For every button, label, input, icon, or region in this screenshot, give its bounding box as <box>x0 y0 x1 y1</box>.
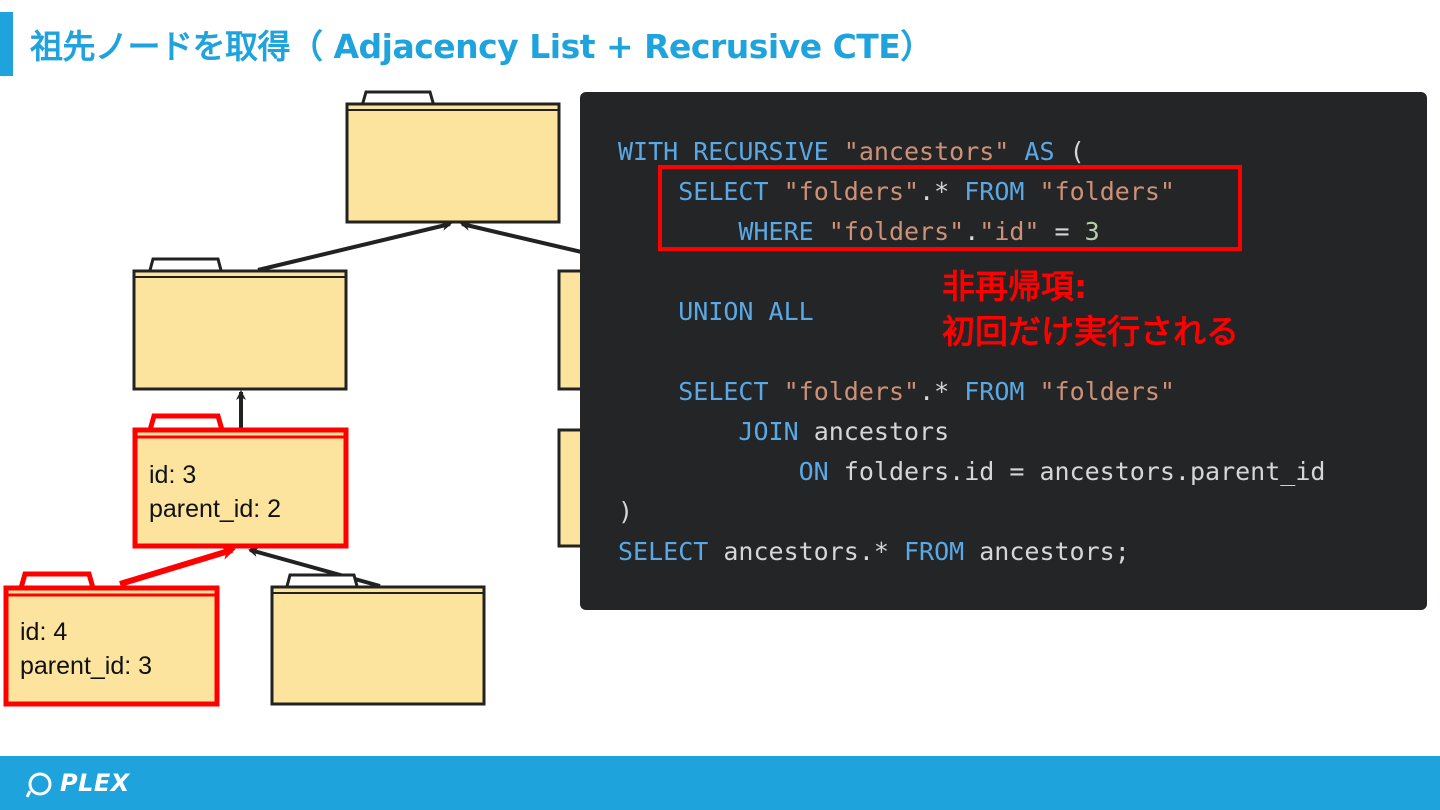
logo-ring-icon <box>26 772 52 798</box>
title-accent-bar <box>0 12 13 76</box>
folder-parent-text: parent_id: 2 <box>149 495 282 523</box>
tree-edge-highlighted <box>119 546 236 587</box>
folder-icon <box>345 90 561 224</box>
folder-id-text: id: 4 <box>20 618 68 646</box>
code-line-9: ON folders.id = ancestors.parent_id <box>798 457 1326 486</box>
folder-icon-highlighted <box>132 413 349 549</box>
folder-icon <box>132 257 348 391</box>
tree-edge <box>248 547 381 588</box>
code-line-10: ) <box>618 497 634 526</box>
folder-label-id3: id: 3 parent_id: 2 <box>149 458 281 526</box>
annotation-line: 初回だけ実行される <box>942 312 1239 351</box>
folder-label-id4: id: 4 parent_id: 3 <box>20 615 152 683</box>
non-recursive-term-highlight <box>658 165 1242 251</box>
code-line-3: WHERE "folders"."id" = 3 <box>738 217 1100 246</box>
folder-icon-highlighted <box>3 571 220 707</box>
code-line-5: UNION ALL <box>678 297 814 326</box>
folder-parent-text: parent_id: 3 <box>20 652 153 680</box>
code-line-1: WITH RECURSIVE "ancestors" AS ( <box>618 137 1085 166</box>
logo-text: PLEX <box>60 769 130 797</box>
plex-logo: PLEX <box>26 768 146 800</box>
sql-code-block: WITH RECURSIVE "ancestors" AS ( SELECT "… <box>618 132 1325 572</box>
annotation-line: 非再帰項: <box>942 267 1088 306</box>
code-line-11: SELECT ancestors.* FROM ancestors; <box>618 537 1130 566</box>
folder-icon <box>270 573 486 706</box>
code-panel: WITH RECURSIVE "ancestors" AS ( SELECT "… <box>580 92 1427 610</box>
tree-edge <box>257 221 452 272</box>
page-title: 祖先ノードを取得（ Adjacency List + Recrusive CTE… <box>30 27 933 66</box>
footer-bar: PLEX <box>0 756 1440 810</box>
tree-edge <box>460 220 591 256</box>
code-line-8: JOIN ancestors <box>738 417 950 446</box>
folder-id-text: id: 3 <box>149 461 197 489</box>
code-line-2: SELECT "folders".* FROM "folders" <box>678 177 1175 206</box>
folder-tree-diagram <box>3 90 600 707</box>
annotation-callout: 非再帰項: 初回だけ実行される <box>942 264 1239 354</box>
code-line-7: SELECT "folders".* FROM "folders" <box>678 377 1175 406</box>
